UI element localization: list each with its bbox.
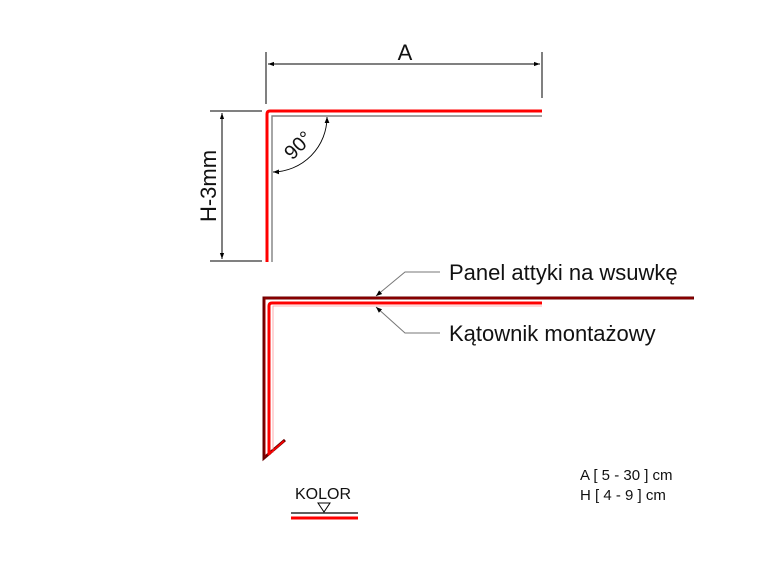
- angle-arc: [272, 116, 330, 175]
- color-side-triangle-icon: [317, 502, 331, 513]
- color-legend-label: KOLOR: [295, 486, 351, 503]
- callout-label-panel: Panel attyki na wsuwkę: [449, 260, 678, 285]
- angle-label: 90°: [280, 127, 317, 164]
- mounting-angle: [267, 301, 542, 455]
- color-legend: KOLOR: [291, 486, 358, 520]
- angle-profile-top: A H-3mm 90°: [196, 40, 543, 262]
- hook-color-side: [267, 440, 285, 456]
- range-h: H [ 4 - 9 ] cm: [580, 487, 666, 504]
- attic-panel-inner: [264, 297, 693, 457]
- angle-profile-inner-edge: [271, 115, 542, 262]
- dimension-ranges: A [ 5 - 30 ] cm H [ 4 - 9 ] cm: [580, 467, 673, 504]
- dim-a-label: A: [398, 40, 413, 65]
- callout-leader-angle: [375, 306, 440, 334]
- callout-leader-panel: [375, 271, 440, 297]
- angle-profile-color-side: [265, 109, 542, 262]
- range-a: A [ 5 - 30 ] cm: [580, 467, 673, 484]
- mounting-angle-edge: [272, 305, 542, 453]
- dim-h-label: H-3mm: [196, 150, 221, 222]
- panel-assembly: Panel attyki na wsuwkę Kątownik montażow…: [262, 260, 694, 462]
- callout-label-angle: Kątownik montażowy: [449, 321, 656, 346]
